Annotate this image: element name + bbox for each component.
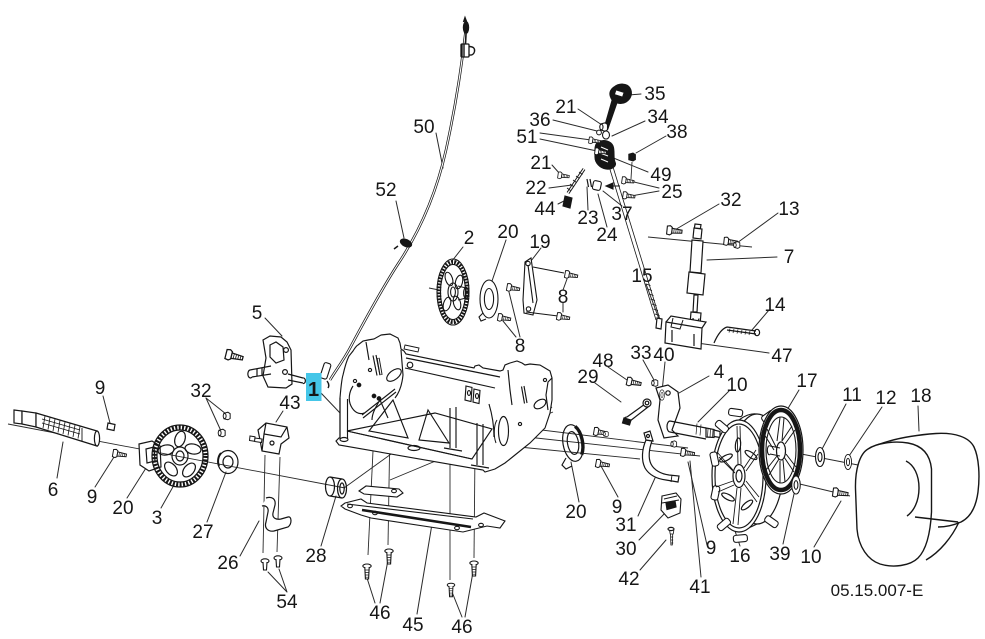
svg-text:48: 48 — [592, 351, 613, 372]
svg-text:9: 9 — [612, 497, 623, 518]
svg-text:33: 33 — [630, 343, 651, 364]
svg-text:31: 31 — [615, 515, 636, 536]
svg-text:41: 41 — [689, 577, 710, 598]
svg-text:10: 10 — [726, 375, 747, 396]
svg-text:29: 29 — [577, 367, 598, 388]
svg-text:51: 51 — [516, 127, 537, 148]
svg-text:8: 8 — [558, 287, 569, 308]
svg-text:13: 13 — [778, 199, 799, 220]
svg-text:15: 15 — [631, 266, 652, 287]
svg-text:28: 28 — [305, 546, 326, 567]
svg-text:40: 40 — [653, 345, 674, 366]
svg-text:54: 54 — [276, 592, 298, 613]
svg-text:20: 20 — [497, 222, 518, 243]
svg-text:45: 45 — [402, 615, 423, 636]
svg-text:05.15.007-E: 05.15.007-E — [831, 581, 924, 600]
svg-text:11: 11 — [842, 385, 862, 406]
svg-text:23: 23 — [577, 208, 598, 229]
svg-text:9: 9 — [706, 538, 717, 559]
svg-text:46: 46 — [451, 617, 472, 638]
svg-text:38: 38 — [666, 122, 687, 143]
svg-text:5: 5 — [252, 303, 263, 324]
svg-text:46: 46 — [369, 603, 390, 624]
svg-text:19: 19 — [529, 232, 550, 253]
svg-text:30: 30 — [615, 539, 636, 560]
svg-text:8: 8 — [515, 336, 526, 357]
svg-text:18: 18 — [910, 386, 931, 407]
svg-text:22: 22 — [525, 178, 546, 199]
svg-text:49: 49 — [650, 165, 671, 186]
svg-text:12: 12 — [875, 388, 896, 409]
svg-text:35: 35 — [644, 84, 665, 105]
svg-text:47: 47 — [771, 346, 792, 367]
svg-text:16: 16 — [729, 546, 750, 567]
svg-text:52: 52 — [375, 180, 396, 201]
svg-text:42: 42 — [618, 569, 639, 590]
svg-text:9: 9 — [95, 378, 106, 399]
svg-text:17: 17 — [796, 371, 817, 392]
svg-text:36: 36 — [529, 110, 550, 131]
svg-text:6: 6 — [48, 480, 59, 501]
svg-text:39: 39 — [769, 544, 790, 565]
svg-text:44: 44 — [534, 199, 556, 220]
svg-text:20: 20 — [565, 502, 586, 523]
svg-text:32: 32 — [190, 381, 211, 402]
svg-text:37: 37 — [611, 204, 632, 225]
svg-text:3: 3 — [152, 508, 163, 529]
svg-text:50: 50 — [413, 117, 434, 138]
svg-text:34: 34 — [647, 107, 669, 128]
svg-text:25: 25 — [661, 182, 682, 203]
svg-text:2: 2 — [464, 228, 475, 249]
svg-text:27: 27 — [192, 522, 213, 543]
svg-text:7: 7 — [784, 247, 795, 268]
svg-text:32: 32 — [720, 190, 741, 211]
svg-text:14: 14 — [764, 295, 786, 316]
svg-text:26: 26 — [217, 553, 238, 574]
svg-text:21: 21 — [555, 97, 576, 118]
svg-text:43: 43 — [279, 393, 300, 414]
svg-text:24: 24 — [596, 225, 618, 246]
svg-text:9: 9 — [87, 487, 98, 508]
svg-text:20: 20 — [112, 498, 133, 519]
svg-text:1: 1 — [308, 379, 319, 401]
svg-text:21: 21 — [530, 153, 551, 174]
svg-text:4: 4 — [714, 362, 725, 383]
svg-text:10: 10 — [800, 547, 821, 568]
